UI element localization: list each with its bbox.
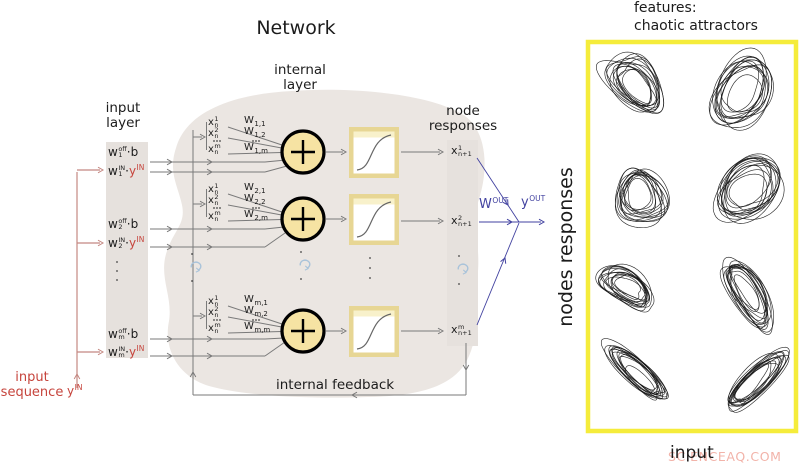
chaotic-attractor-5 [719, 256, 775, 335]
chaotic-attractor-7 [727, 346, 790, 413]
chaotic-attractor-4 [595, 263, 655, 313]
chaotic-attractor-2 [614, 167, 670, 229]
input-layer-line1: input [105, 100, 141, 116]
input-bottom-label: input [670, 443, 714, 463]
input-sequence-line2: sequence [0, 384, 64, 400]
input-layer-line2: layer [106, 115, 140, 131]
sum-node-0 [280, 129, 326, 175]
sigmoid-box-2 [349, 306, 399, 357]
sigmoid-box-1 [349, 194, 399, 245]
loop-icon [190, 261, 202, 273]
sum-node-1 [280, 196, 326, 242]
internal-layer-blob [164, 89, 485, 398]
internal-layer-label: internal layer [255, 63, 345, 93]
internal-feedback-label: internal feedback [276, 377, 395, 393]
input-layer-label: input layer [88, 101, 158, 131]
node-responses-column [447, 140, 478, 346]
chaotic-attractor-6 [600, 338, 669, 401]
watermark: SCIENCEAQ.COM [668, 449, 782, 464]
nodes-responses-side-label: nodes responses [555, 167, 577, 327]
input-sequence-line1: input [15, 370, 49, 385]
readout-lines [476, 157, 546, 326]
internal-layer-line2: layer [283, 77, 317, 93]
features-line2: chaotic attractors [634, 17, 758, 34]
node-responses-line2: responses [428, 118, 498, 134]
loop-icon [299, 259, 311, 271]
features-line1: features: [634, 0, 697, 16]
node-responses-line1: node [446, 103, 480, 119]
loop-icon [457, 263, 469, 275]
sigmoid-box-0 [349, 127, 399, 178]
chaotic-attractor-1 [708, 47, 774, 131]
chaotic-attractor-0 [595, 51, 665, 114]
internal-layer-line1: internal [274, 62, 326, 78]
features-label: features: chaotic attractors [634, 0, 758, 35]
diagram-title: Network [256, 17, 336, 39]
input-layer-column [106, 142, 148, 358]
input-sequence-label: input sequence [0, 370, 64, 400]
sum-node-2 [280, 308, 326, 354]
chaotic-attractor-3 [712, 153, 785, 224]
node-responses-label: node responses [418, 104, 508, 134]
